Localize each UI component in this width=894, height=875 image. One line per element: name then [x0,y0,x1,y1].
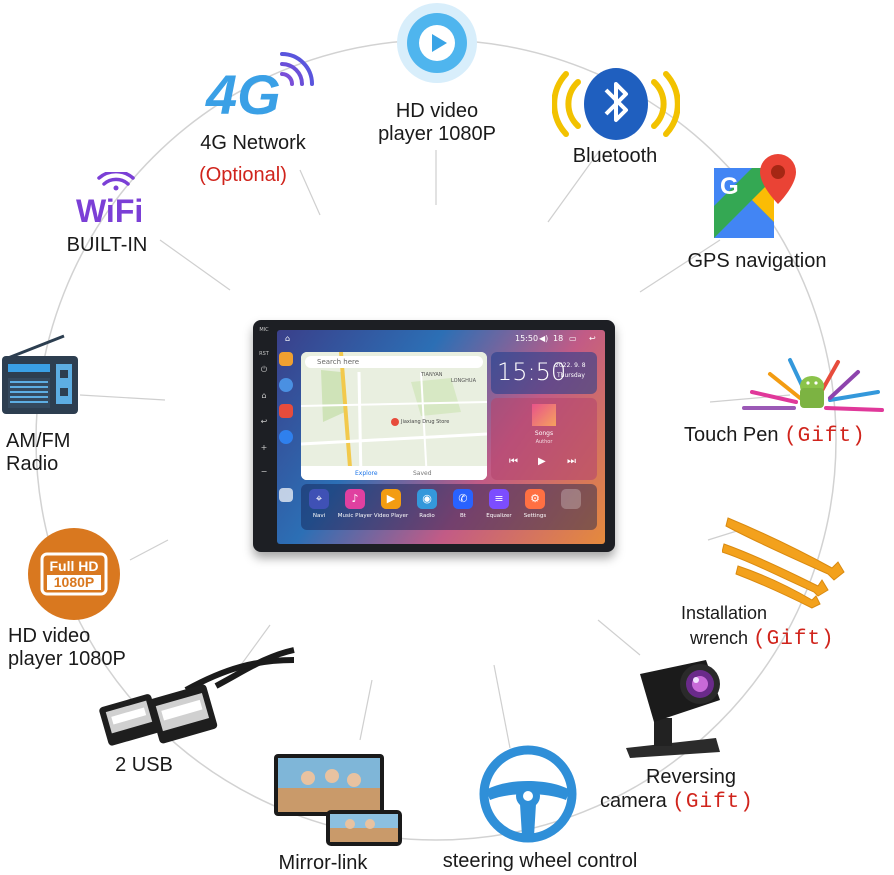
previous-track-icon[interactable]: ⏮ [509,456,518,467]
power-button[interactable]: ⏻ [260,365,268,374]
clock-time: 15:50 [497,358,567,386]
android-screen: ⌂ 15:50 ◀) 18 ▭ ↩ [277,330,605,544]
feature-mirror-link: Mirror-link [278,852,368,874]
map-place-drug-store: Jiaxiang Drug Store [401,419,450,425]
feature-wifi-builtin: BUILT-IN [66,234,148,256]
feature-4g-optional: (Optional) [199,164,287,186]
svg-text:G: G [720,173,739,200]
feature-2-usb: 2 USB [115,754,173,776]
map-search-input[interactable]: Search here [305,356,483,368]
full-hd-1080p-text: 1080P [54,574,94,590]
usb-cable-icon [96,646,296,750]
full-hd-text: Full HD [50,558,99,574]
home-button[interactable]: ⌂ [261,391,267,400]
clock-day: Thursday [557,372,585,379]
volume-up-button[interactable]: + [260,443,268,452]
info-app-icon[interactable] [279,430,293,444]
clock-widget: 15:50 2022. 9. 8 Thursday [491,352,597,394]
touch-pen-icon [730,352,890,416]
volume-down-button[interactable]: − [260,467,268,476]
reversing-camera-icon [620,652,724,762]
bt-app-label: Bt [460,513,466,519]
video-player-app-icon[interactable]: ▶ [381,489,401,509]
mic-label: MIC [259,327,269,333]
head-unit: MIC RST ⏻ ⌂ ↩ + − ⌂ 15:50 ◀) 18 ▭ ↩ [253,320,615,552]
map-canvas [301,352,487,480]
feature-installation-wrench: wrench (Gift) [690,627,835,651]
rst-label: RST [259,351,269,357]
four-g-logo: 4G [202,50,314,126]
video-app-icon[interactable] [279,404,293,418]
feature-4g-network: 4G Network [200,132,306,154]
wifi-text: WiFi [76,193,143,228]
status-time: 15:50 [515,334,539,343]
song-title: Songs [534,430,554,437]
bt-app-icon[interactable]: ✆ [453,489,473,509]
wrench-label: wrench [690,628,749,648]
next-track-icon[interactable]: ⏭ [567,456,576,467]
status-bar: ⌂ 15:50 ◀) 18 ▭ ↩ [277,330,605,348]
camera-label: camera [600,790,667,812]
feature-reversing: Reversing [645,766,737,788]
feature-gps-navigation: GPS navigation [687,250,827,272]
album-art [532,404,556,426]
music-widget[interactable]: Songs Author ⏮ ▶ ⏭ [491,398,597,480]
assistant-app-icon[interactable] [279,378,293,392]
map-tab-saved[interactable]: Saved [413,470,432,477]
song-author: Author [535,439,553,445]
radio-app-label: Radio [419,513,435,519]
feature-steering-wheel-control: steering wheel control [442,850,638,872]
folder-app-icon[interactable] [279,352,293,366]
wifi-logo: WiFi [74,170,158,229]
navi-app-icon[interactable]: ⌖ [309,489,329,509]
side-button-panel: MIC RST ⏻ ⌂ ↩ + − [253,320,275,552]
equalizer-app-label: Equalizer [486,513,512,519]
camera-gift: (Gift) [672,791,754,814]
touch-pen-gift: (Gift) [784,425,866,448]
four-g-text: 4G [205,63,281,126]
settings-app-label: Settings [523,513,547,519]
map-tab-explore[interactable]: Explore [355,470,378,477]
music-app-label: Music Player [337,513,373,519]
map-tab-bar: Explore Saved [301,466,487,480]
map-place-longhua: LONGHUA [451,378,476,384]
full-hd-badge: Full HD 1080P [26,526,122,622]
play-pause-icon[interactable]: ▶ [538,456,546,467]
app-drawer-icon[interactable] [279,488,293,502]
home-icon[interactable]: ⌂ [285,334,291,343]
navi-app-label: Navi [312,513,326,519]
app-dock: ⌖ Navi ♪ Music Player ▶ Video Player ◉ R… [301,484,597,530]
volume-icon: ◀) [539,334,549,343]
music-app-icon[interactable]: ♪ [345,489,365,509]
play-icon [396,2,478,84]
feature-bluetooth: Bluetooth [572,145,658,167]
clock-date: 2022. 9. 8 [555,362,586,369]
map-widget[interactable]: Search here TIANYAN LONGHUA Jiaxiang Dru… [301,352,487,480]
map-place-tianyan: TIANYAN [421,372,443,378]
window-icon[interactable]: ▭ [569,334,577,343]
steering-wheel-icon [478,744,578,844]
quick-app-column [279,352,293,502]
back-button[interactable]: ↩ [260,417,268,426]
pry-tools-icon [721,510,850,610]
google-maps-icon: G [712,150,804,240]
feature-touch-pen: Touch Pen (Gift) [684,424,866,448]
feature-reversing-camera: camera (Gift) [600,790,754,814]
empty-app-slot[interactable] [561,489,581,509]
equalizer-app-icon[interactable]: ≡ [489,489,509,509]
return-icon[interactable]: ↩ [589,334,596,343]
settings-app-icon[interactable]: ⚙ [525,489,545,509]
radio-icon [0,334,80,416]
bluetooth-icon [551,62,681,146]
wrench-gift: (Gift) [753,628,835,651]
status-volume: 18 [553,334,564,343]
mirror-link-icon [272,752,404,848]
video-player-app-label: Video Player [373,513,409,519]
radio-app-icon[interactable]: ◉ [417,489,437,509]
touch-pen-label: Touch Pen [684,424,779,446]
feature-installation: Installation [680,603,768,623]
